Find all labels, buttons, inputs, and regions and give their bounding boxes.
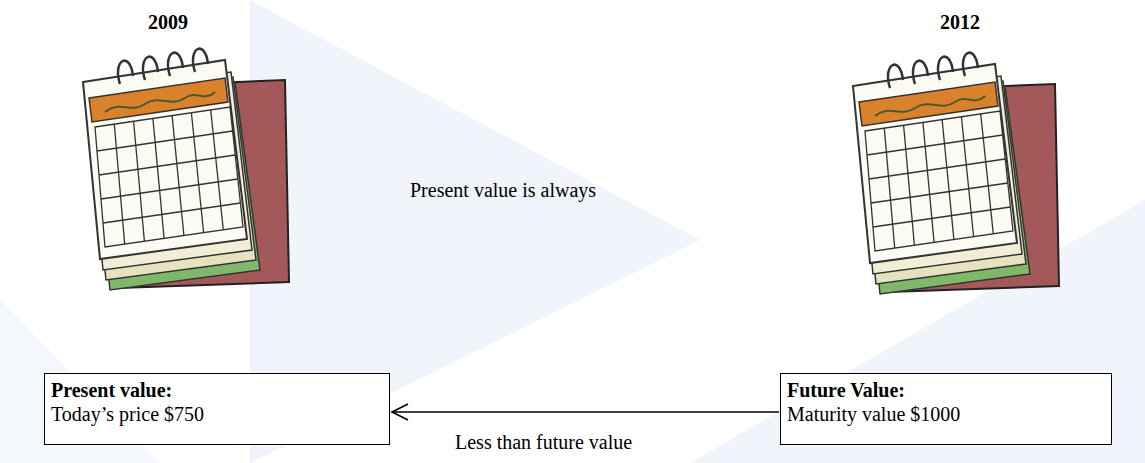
box-body: Maturity value $1000 <box>787 402 1105 426</box>
value-box: Present value:Today’s price $750 <box>44 373 390 445</box>
box-body: Today’s price $750 <box>51 402 383 426</box>
value-box: Future Value:Maturity value $1000 <box>780 373 1112 445</box>
box-heading: Present value: <box>51 378 383 402</box>
note-text: Present value is always <box>410 178 596 202</box>
calendar-clipart <box>853 53 1059 294</box>
note-text: Less than future value <box>455 430 632 454</box>
year-label: 2009 <box>148 10 188 34</box>
box-heading: Future Value: <box>787 378 1105 402</box>
calendar-clipart <box>83 49 289 290</box>
year-label: 2012 <box>940 10 980 34</box>
arrow-connector <box>392 411 779 413</box>
